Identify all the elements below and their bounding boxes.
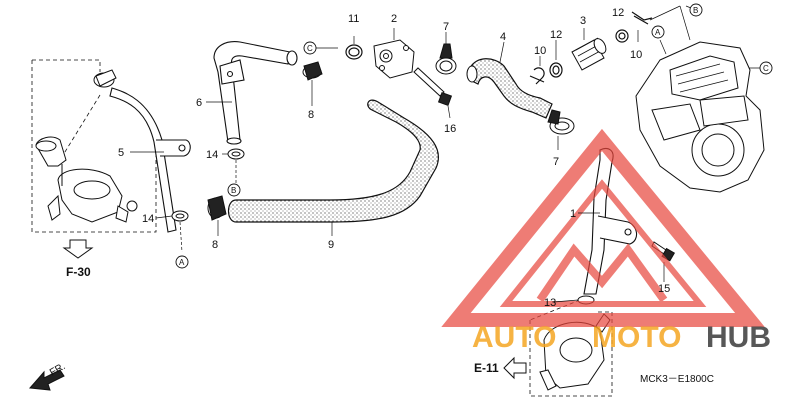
ref-letter: C xyxy=(763,64,769,73)
figure-ref-f30: F-30 xyxy=(66,265,91,279)
oring-part-12-right xyxy=(615,29,629,43)
ref-letter: B xyxy=(693,6,698,15)
oring-part-12-left xyxy=(549,62,563,78)
part-label-1: 1 xyxy=(570,208,576,220)
ref-letter: A xyxy=(179,258,185,267)
part-label-10-left: 10 xyxy=(534,45,546,57)
watermark-moto: MOTO xyxy=(592,321,681,354)
figure-ref-e11: E-11 xyxy=(474,361,499,375)
hose-part-4 xyxy=(466,58,553,119)
oring-part-11 xyxy=(345,44,363,60)
ref-letter: C xyxy=(307,44,313,53)
part-label-9: 9 xyxy=(328,239,334,251)
part-label-10-right: 10 xyxy=(630,49,642,61)
clip-part-10-left xyxy=(529,67,545,85)
part-label-13: 13 xyxy=(544,297,556,309)
part-label-4: 4 xyxy=(500,31,506,43)
ref-circle-a-left: A xyxy=(175,255,189,269)
fitting-part-3 xyxy=(571,37,607,71)
part-label-5: 5 xyxy=(118,147,124,159)
part-label-7-upper: 7 xyxy=(443,21,449,33)
hose-part-5 xyxy=(109,87,191,233)
hose-part-9 xyxy=(227,99,440,223)
part-label-16: 16 xyxy=(444,123,456,135)
clamp-part-7-lower xyxy=(547,109,575,135)
part-label-7-lower: 7 xyxy=(553,156,559,168)
ref-circle-c-right: C xyxy=(759,61,773,75)
clamp-top-left xyxy=(93,69,117,88)
watermark-auto: AUTO xyxy=(472,321,556,354)
part-label-2: 2 xyxy=(391,13,397,25)
part-labels: 11 2 7 4 3 12 10 10 12 6 8 16 5 14 7 1 1… xyxy=(118,7,670,309)
clamp-part-7-upper xyxy=(435,43,457,75)
ref-letter: B xyxy=(231,186,236,195)
part-label-12-right: 12 xyxy=(612,7,624,19)
part-label-3: 3 xyxy=(580,15,586,27)
arrow-down-icon xyxy=(62,239,94,259)
thermostat-housing xyxy=(35,136,138,223)
joint-part-2 xyxy=(373,39,415,79)
part-label-14-upper: 14 xyxy=(206,149,218,161)
watermark-logo xyxy=(441,128,765,327)
ref-circle-c-top: C xyxy=(303,41,338,55)
part-label-14-lower: 14 xyxy=(142,213,154,225)
ref-circle-b-right: B xyxy=(689,3,703,17)
clip-part-10-right xyxy=(631,11,653,25)
part-label-8-upper: 8 xyxy=(308,109,314,121)
ring-part-14-upper xyxy=(227,148,245,160)
arrow-left-icon xyxy=(503,356,527,380)
part-label-11: 11 xyxy=(348,13,359,25)
part-label-8-lower: 8 xyxy=(212,239,218,251)
clamp-part-8-upper xyxy=(302,61,323,81)
water-pump xyxy=(539,313,611,391)
leader-lines xyxy=(130,80,600,303)
diagram-code: MCK3－E1800C xyxy=(640,374,714,385)
watermark-hub: HUB xyxy=(706,321,771,354)
engine-outline xyxy=(635,41,765,193)
pipe-part-6 xyxy=(213,41,298,145)
ref-letter: A xyxy=(655,28,661,37)
part-label-15: 15 xyxy=(658,283,670,295)
part-label-6: 6 xyxy=(196,97,202,109)
clamp-part-8-lower xyxy=(207,195,227,221)
ref-circle-a-right: A xyxy=(651,25,665,39)
watermark-text: AUTO MOTO HUB xyxy=(472,321,771,354)
ring-part-14-lower xyxy=(171,210,189,222)
part-label-12-left: 12 xyxy=(550,29,562,41)
ref-circle-b-mid: B xyxy=(227,183,241,197)
bolt-part-16 xyxy=(413,67,453,107)
front-arrow-icon xyxy=(28,369,65,391)
